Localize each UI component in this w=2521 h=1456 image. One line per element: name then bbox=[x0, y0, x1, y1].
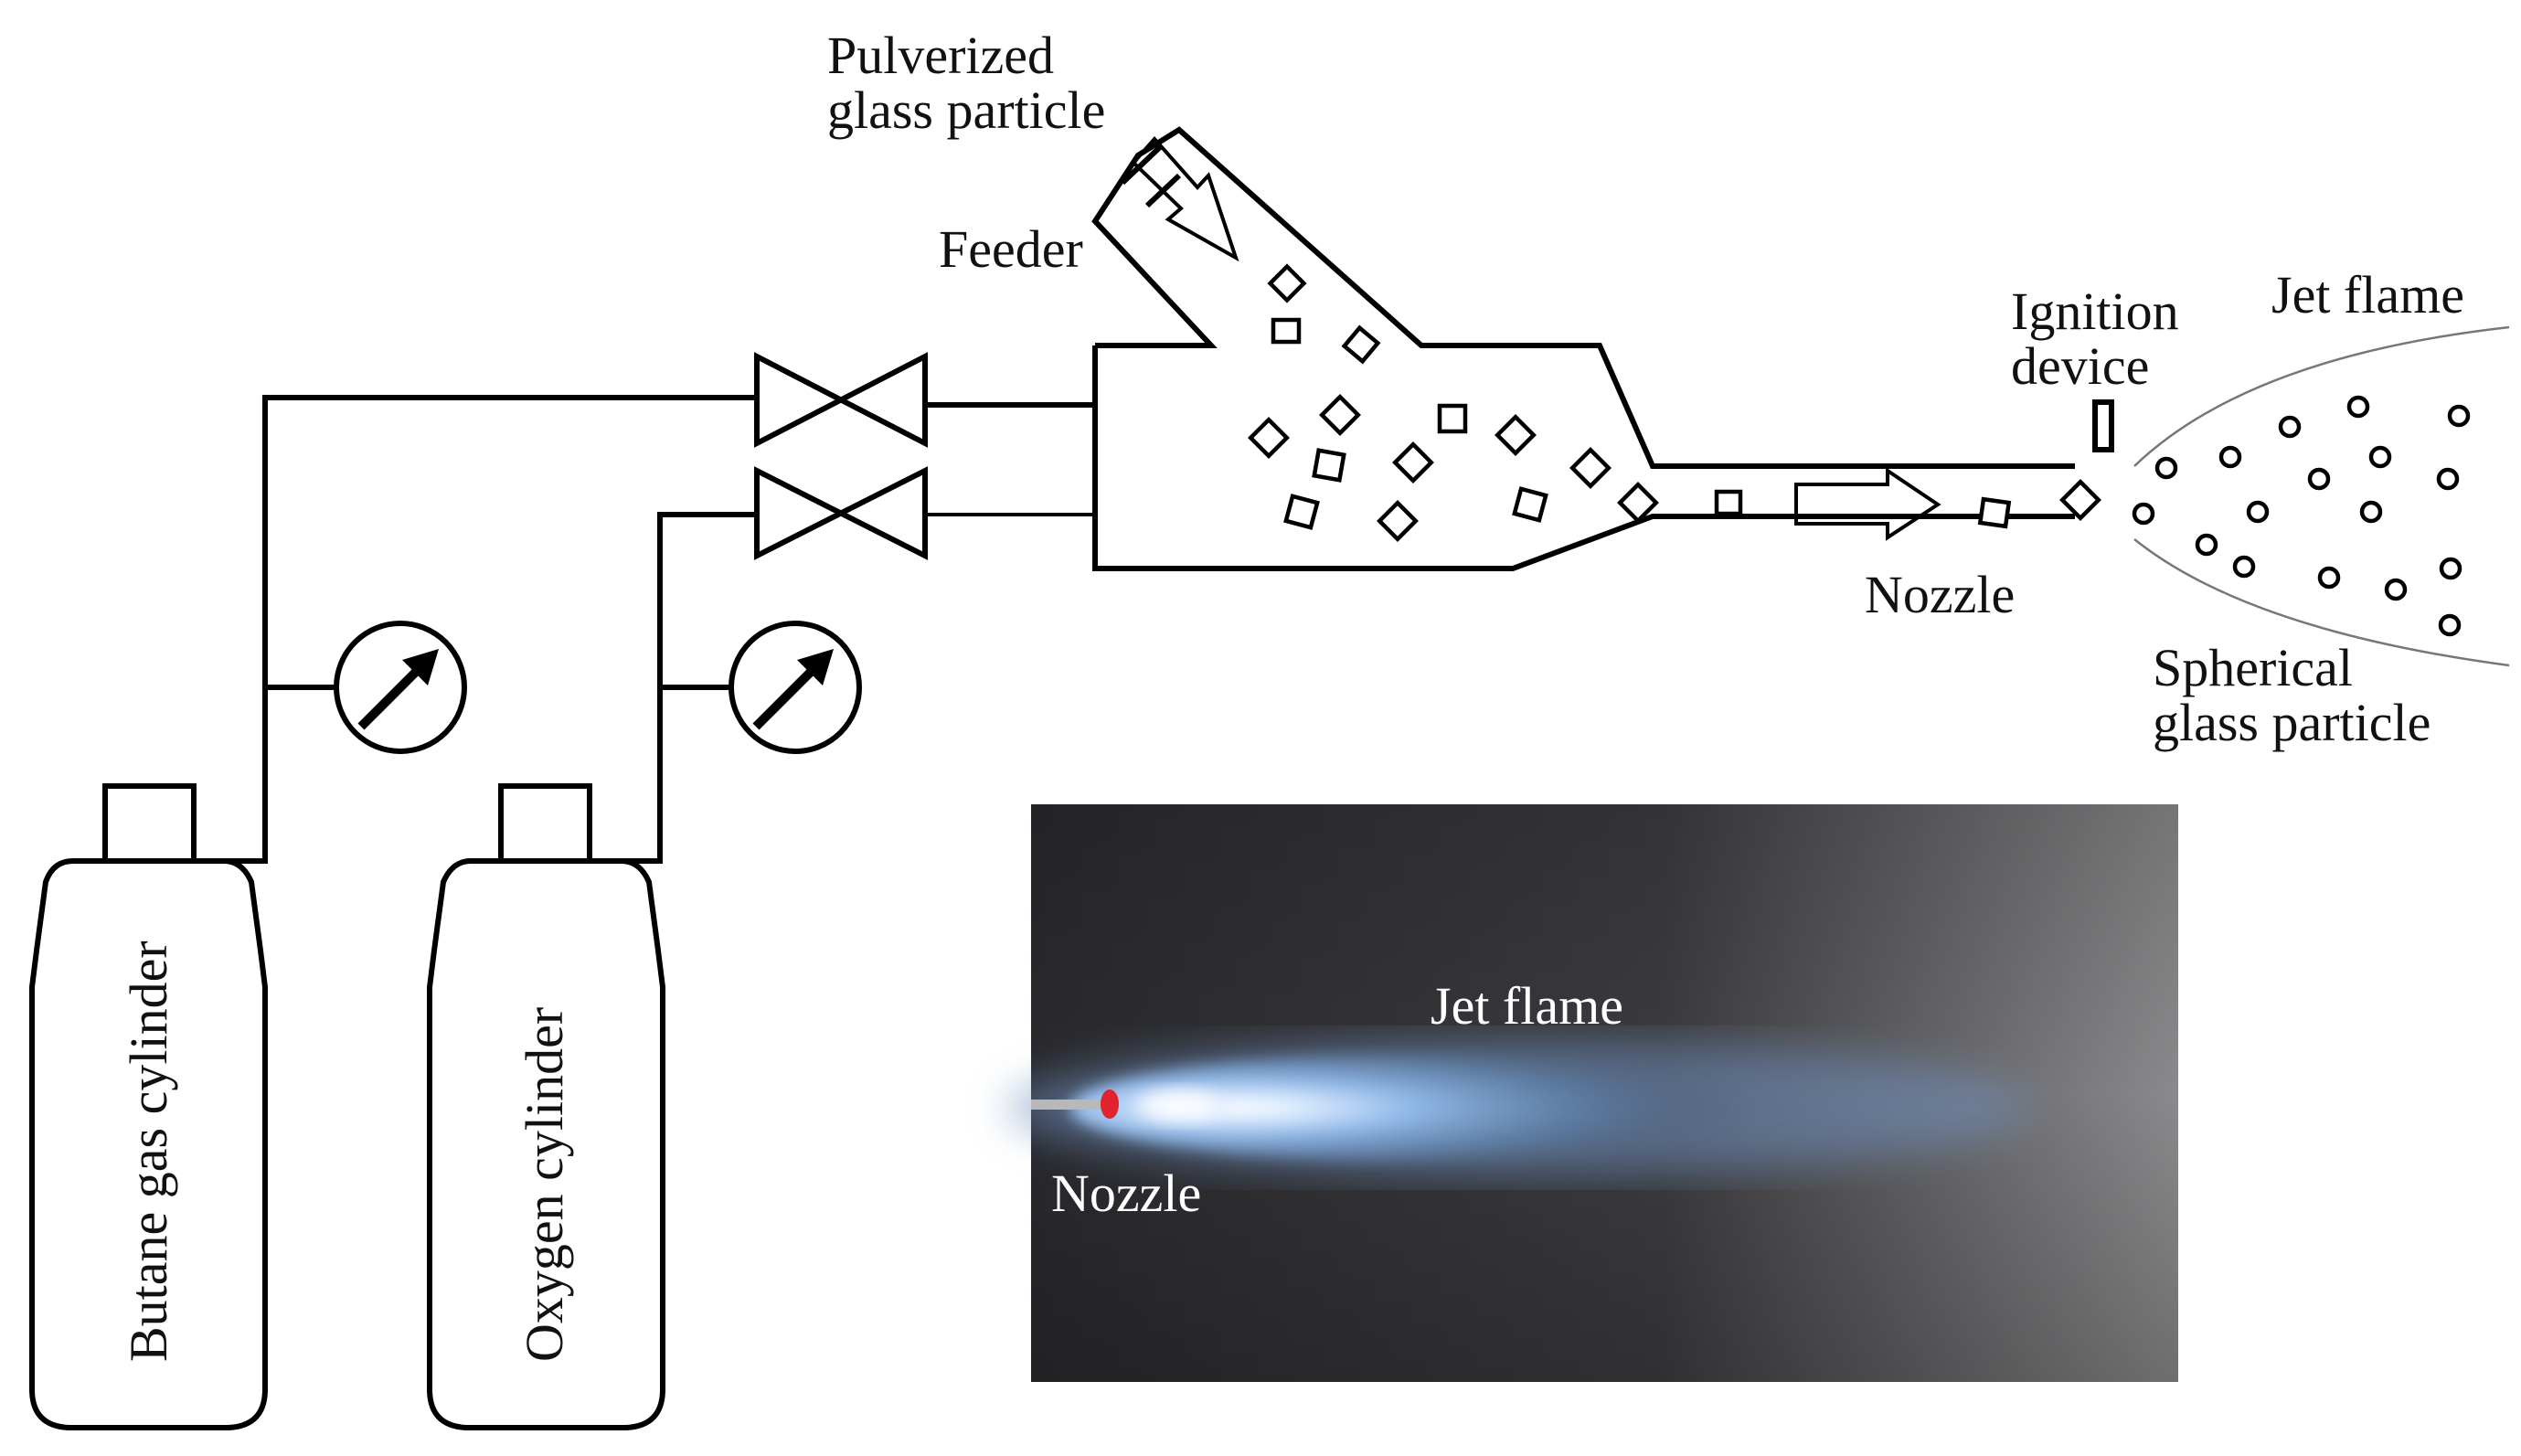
nozzle-flow-arrow bbox=[1794, 467, 1941, 541]
oxygen-cylinder bbox=[427, 783, 665, 1430]
oxygen-pressure-gauge bbox=[729, 621, 862, 754]
oxygen-valve bbox=[754, 466, 928, 560]
ignition-label-1: Ignition bbox=[2011, 282, 2179, 341]
butane-pressure-gauge bbox=[334, 621, 467, 754]
oxygen-gas-line bbox=[590, 512, 757, 864]
nozzle-label: Nozzle bbox=[1865, 565, 2015, 624]
butane-gas-cylinder bbox=[29, 783, 268, 1430]
butane-valve bbox=[754, 352, 928, 448]
oxygen-cylinder-label: Oxygen cylinder bbox=[515, 1007, 574, 1362]
jet-flame-boundary-upper bbox=[2133, 325, 2510, 467]
butane-cylinder-label: Butane gas cylinder bbox=[119, 941, 178, 1362]
spherical-particles bbox=[2132, 395, 2471, 637]
pulverized-label-2: glass particle bbox=[827, 80, 1105, 140]
jet-flame-boundary-lower bbox=[2133, 538, 2510, 667]
spherical-label-1: Spherical bbox=[2153, 638, 2353, 697]
feeder-body bbox=[1091, 126, 2075, 571]
pulverized-label-1: Pulverized bbox=[827, 26, 1054, 85]
photo-nozzle-label: Nozzle bbox=[1051, 1164, 1201, 1223]
jet-flame-photo: Jet flame Nozzle bbox=[1005, 804, 2178, 1382]
photo-jet-flame-label: Jet flame bbox=[1431, 976, 1623, 1036]
pulverized-particles bbox=[1248, 263, 2101, 542]
ignition-device bbox=[2092, 399, 2114, 452]
feeder-label: Feeder bbox=[939, 219, 1083, 279]
inlet-arrow bbox=[1131, 135, 1239, 262]
jet-flame-label: Jet flame bbox=[2271, 265, 2464, 324]
spherical-label-2: glass particle bbox=[2153, 693, 2431, 752]
butane-gas-line bbox=[194, 395, 757, 864]
ignition-label-2: device bbox=[2011, 336, 2149, 396]
